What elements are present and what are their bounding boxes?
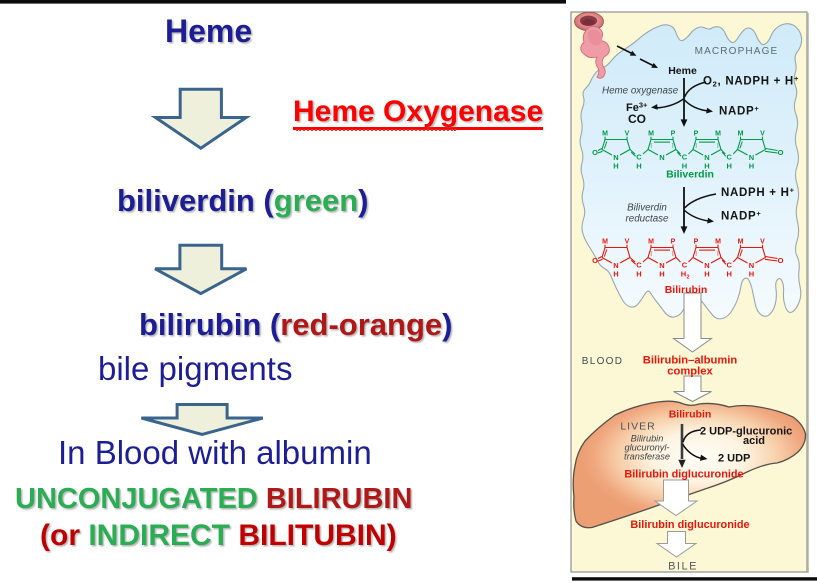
svg-text:N: N <box>659 261 664 270</box>
svg-text:H: H <box>727 162 732 171</box>
svg-text:C: C <box>727 153 733 162</box>
svg-text:M: M <box>602 239 608 246</box>
svg-text:acid: acid <box>743 435 765 447</box>
svg-text:H: H <box>704 162 709 171</box>
svg-text:O: O <box>592 148 598 157</box>
svg-text:P: P <box>694 239 699 246</box>
svg-text:H: H <box>682 162 687 171</box>
svg-text:H: H <box>749 270 754 279</box>
svg-text:N: N <box>749 261 754 270</box>
svg-text:M: M <box>602 131 608 138</box>
svg-text:H: H <box>749 162 754 171</box>
svg-text:Bilirubin diglucuronide: Bilirubin diglucuronide <box>630 519 749 531</box>
svg-text:N: N <box>659 153 664 162</box>
svg-text:H: H <box>613 162 618 171</box>
svg-text:NADPH + H+: NADPH + H+ <box>721 186 795 200</box>
svg-text:M: M <box>738 131 744 138</box>
svg-text:Bilirubin: Bilirubin <box>631 434 664 444</box>
svg-text:BILE: BILE <box>668 561 698 573</box>
svg-text:C: C <box>636 261 642 270</box>
svg-text:BLOOD: BLOOD <box>582 356 624 367</box>
svg-text:H: H <box>636 270 641 279</box>
svg-text:M: M <box>648 239 654 246</box>
svg-text:Bilirubin: Bilirubin <box>665 284 708 296</box>
svg-text:C: C <box>682 261 688 270</box>
svg-text:N: N <box>704 261 709 270</box>
svg-text:N: N <box>704 153 709 162</box>
svg-text:NADP+: NADP+ <box>721 209 761 223</box>
svg-text:M: M <box>715 239 721 246</box>
svg-text:H: H <box>704 270 709 279</box>
svg-text:M: M <box>738 239 744 246</box>
svg-text:M: M <box>648 131 654 138</box>
svg-text:2 UDP: 2 UDP <box>718 453 750 465</box>
svg-text:NADP+: NADP+ <box>719 104 759 118</box>
svg-text:P: P <box>694 131 699 138</box>
svg-text:C: C <box>636 153 642 162</box>
svg-text:H: H <box>659 270 664 279</box>
svg-text:Bilirubin–albumin: Bilirubin–albumin <box>643 355 738 367</box>
svg-text:H: H <box>636 162 641 171</box>
svg-text:2 UDP-glucuronic: 2 UDP-glucuronic <box>700 426 792 438</box>
svg-text:CO: CO <box>628 112 646 126</box>
svg-text:Bilirubin diglucuronide: Bilirubin diglucuronide <box>624 469 743 481</box>
svg-text:O: O <box>778 256 784 265</box>
svg-text:H: H <box>727 270 732 279</box>
svg-text:P: P <box>671 239 676 246</box>
svg-text:O: O <box>778 148 784 157</box>
svg-text:Heme: Heme <box>668 65 697 77</box>
svg-text:Biliverdin: Biliverdin <box>627 203 667 214</box>
svg-text:transferase: transferase <box>624 452 670 462</box>
svg-text:Bilirubin: Bilirubin <box>669 409 712 421</box>
svg-text:V: V <box>625 131 630 138</box>
svg-text:N: N <box>613 153 618 162</box>
svg-text:O2, NADPH + H+: O2, NADPH + H+ <box>703 74 799 89</box>
svg-text:reductase: reductase <box>625 214 669 225</box>
svg-text:M: M <box>715 131 721 138</box>
svg-text:N: N <box>613 261 618 270</box>
svg-text:V: V <box>760 131 765 138</box>
svg-text:N: N <box>749 153 754 162</box>
svg-text:V: V <box>760 239 765 246</box>
svg-text:MACROPHAGE: MACROPHAGE <box>695 46 779 57</box>
svg-text:H: H <box>681 270 686 279</box>
svg-text:C: C <box>682 153 688 162</box>
svg-text:2: 2 <box>686 275 689 281</box>
svg-text:P: P <box>671 131 676 138</box>
svg-text:LIVER: LIVER <box>620 421 655 433</box>
svg-text:Biliverdin: Biliverdin <box>666 169 714 181</box>
svg-text:H: H <box>613 270 618 279</box>
svg-text:complex: complex <box>667 366 713 378</box>
svg-text:O: O <box>592 256 598 265</box>
svg-text:glucuronyl-: glucuronyl- <box>625 443 670 453</box>
svg-text:C: C <box>727 261 733 270</box>
svg-text:V: V <box>625 239 630 246</box>
svg-text:Heme oxygenase: Heme oxygenase <box>602 86 679 97</box>
